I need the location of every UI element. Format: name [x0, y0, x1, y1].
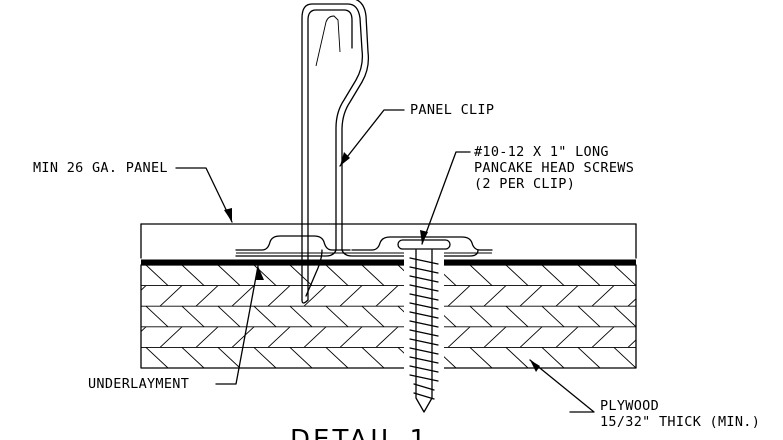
pancake-screw-head — [397, 239, 451, 250]
label-screw-line2: PANCAKE HEAD SCREWS — [474, 160, 634, 176]
panel-clip — [235, 0, 479, 304]
screw-shank — [404, 249, 444, 413]
plywood-sheathing — [140, 264, 637, 369]
label-panel-clip: PANEL CLIP — [410, 102, 494, 118]
label-plywood-line1: PLYWOOD — [600, 398, 659, 414]
label-underlayment: UNDERLAYMENT — [88, 376, 189, 392]
label-min-26-ga-panel: MIN 26 GA. PANEL — [33, 160, 168, 176]
detail-title: DETAIL 1 — [290, 425, 429, 440]
metal-panel — [140, 223, 637, 259]
leader-lines — [175, 109, 595, 413]
label-screw-line1: #10-12 X 1" LONG — [474, 144, 609, 160]
label-screw-line3: (2 PER CLIP) — [474, 176, 575, 192]
label-plywood-line2: 15/32" THICK (MIN.) — [600, 414, 760, 430]
